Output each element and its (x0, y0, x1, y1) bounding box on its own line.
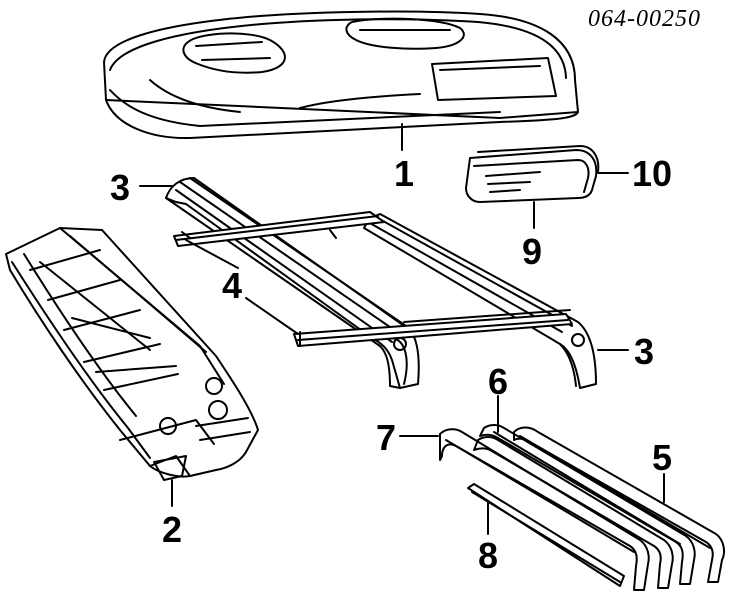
weatherstrip-set (439, 424, 725, 591)
callout-2: 2 (162, 509, 183, 550)
callout-9: 9 (522, 231, 543, 272)
callout-3-right: 3 (634, 331, 655, 372)
leader-4a (185, 239, 239, 269)
rear-header-frame (5, 227, 259, 481)
callout-6: 6 (488, 361, 509, 402)
callout-4: 4 (222, 265, 243, 306)
callout-8: 8 (478, 535, 499, 576)
sunroof-glass-assembly (465, 145, 600, 203)
callout-1: 1 (394, 153, 415, 194)
leader-4b (245, 297, 299, 335)
callout-10: 10 (632, 153, 673, 194)
roof-panel (103, 10, 579, 140)
roof-rail-frame (165, 177, 597, 389)
callout-7: 7 (376, 417, 397, 458)
diagram-part-number: 064-00250 (588, 6, 701, 32)
callout-5: 5 (652, 437, 673, 478)
callout-3-left: 3 (110, 167, 131, 208)
